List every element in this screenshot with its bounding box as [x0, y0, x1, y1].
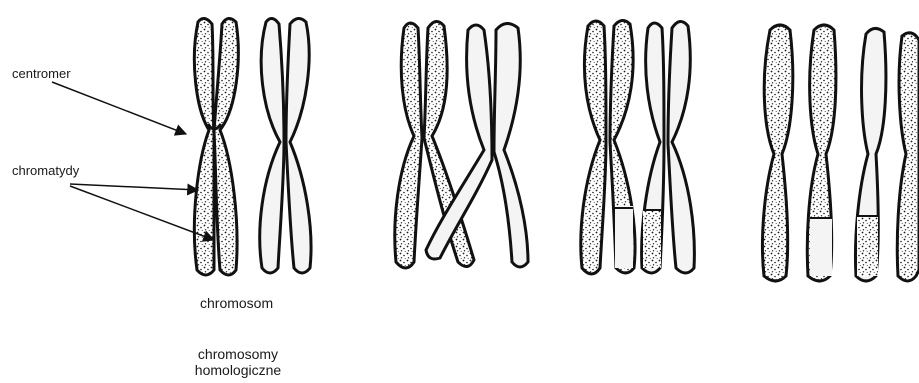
label-centromer: centromer	[12, 66, 71, 81]
exchanged-segment-dotted	[857, 216, 878, 276]
chromatid	[214, 18, 238, 275]
chromatid	[286, 18, 311, 273]
chromatid	[762, 25, 792, 281]
exchanged-segment-plain	[615, 206, 633, 268]
chromatid	[494, 23, 528, 267]
exchanged-segment-plain	[810, 218, 832, 276]
chromatid	[395, 23, 422, 268]
chromatid	[581, 21, 606, 274]
label-homologous-line1: chromosomy	[176, 346, 300, 362]
chromosome-pair-1	[194, 18, 311, 275]
chromosome-plain	[260, 18, 311, 273]
chromatydy-pointer-arrow	[70, 184, 198, 190]
centromer-pointer-arrow	[52, 82, 186, 134]
label-chromosom: chromosom	[200, 296, 273, 311]
chromatydy-pointer-arrow	[70, 186, 214, 240]
chromosome-pair-2	[395, 21, 528, 268]
chromosome-pair-3	[581, 20, 695, 274]
exchanged-segment-dotted	[643, 210, 661, 268]
label-chromatydy: chromatydy	[12, 163, 79, 178]
chromatid	[668, 21, 694, 273]
chromosome-dotted	[194, 18, 238, 275]
chromatid	[260, 18, 284, 273]
label-homologous-chromosomes: chromosomy homologiczne	[176, 346, 300, 378]
label-homologous-line2: homologiczne	[176, 362, 300, 378]
chromatid	[897, 33, 919, 281]
chromosome-pair-4	[762, 25, 919, 281]
